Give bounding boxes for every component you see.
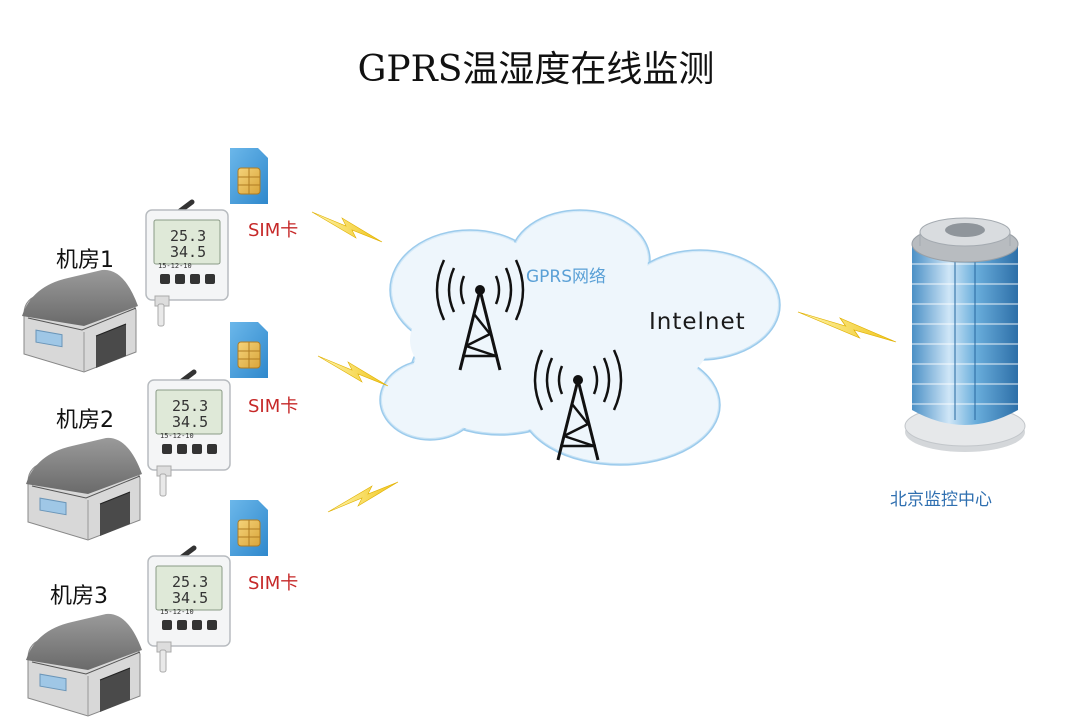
lightning-bolt-icon	[317, 355, 389, 387]
server-room-building-icon	[25, 437, 143, 541]
server-room-building-icon	[21, 269, 139, 373]
sim-card-icon	[229, 321, 269, 379]
sim-card-label: SIM卡	[248, 220, 299, 241]
sensor-1-display: 25.3 34.5 15-12-10	[158, 227, 206, 270]
sim-card-icon	[229, 499, 269, 557]
sim-card-label: SIM卡	[248, 396, 299, 417]
sensor-2-display: 25.3 34.5 15-12-10	[160, 397, 208, 440]
sensor-humidity-reading: 34.5	[170, 243, 206, 261]
sensor-date-reading: 15-12-10	[160, 432, 194, 440]
sensor-humidity-reading: 34.5	[172, 589, 208, 607]
room-label: 机房1	[56, 248, 114, 273]
page-title: GPRS温湿度在线监测	[357, 49, 715, 90]
sensor-temp-reading: 25.3	[172, 573, 208, 591]
gprs-network-label: GPRS网络	[526, 267, 607, 287]
sensor-temp-reading: 25.3	[170, 227, 206, 245]
sensor-date-reading: 15-12-10	[158, 262, 192, 270]
room-label: 机房2	[56, 408, 114, 433]
room-label: 机房3	[50, 584, 108, 609]
lightning-bolt-icon	[327, 481, 399, 513]
sim-card-label: SIM卡	[248, 573, 299, 594]
lightning-bolt-icon	[311, 211, 383, 243]
sensor-temp-reading: 25.3	[172, 397, 208, 415]
network-cloud	[379, 209, 781, 466]
sensor-date-reading: 15-12-10	[160, 608, 194, 616]
sim-card-icon	[229, 147, 269, 205]
sensor-3-display: 25.3 34.5 15-12-10	[160, 573, 208, 616]
monitoring-center-label: 北京监控中心	[890, 490, 992, 510]
lightning-bolt-icon	[797, 311, 897, 343]
server-room-building-icon	[25, 613, 143, 717]
sensor-humidity-reading: 34.5	[172, 413, 208, 431]
internet-label: Intelnet	[649, 309, 746, 335]
monitoring-center-building-icon	[904, 217, 1026, 452]
